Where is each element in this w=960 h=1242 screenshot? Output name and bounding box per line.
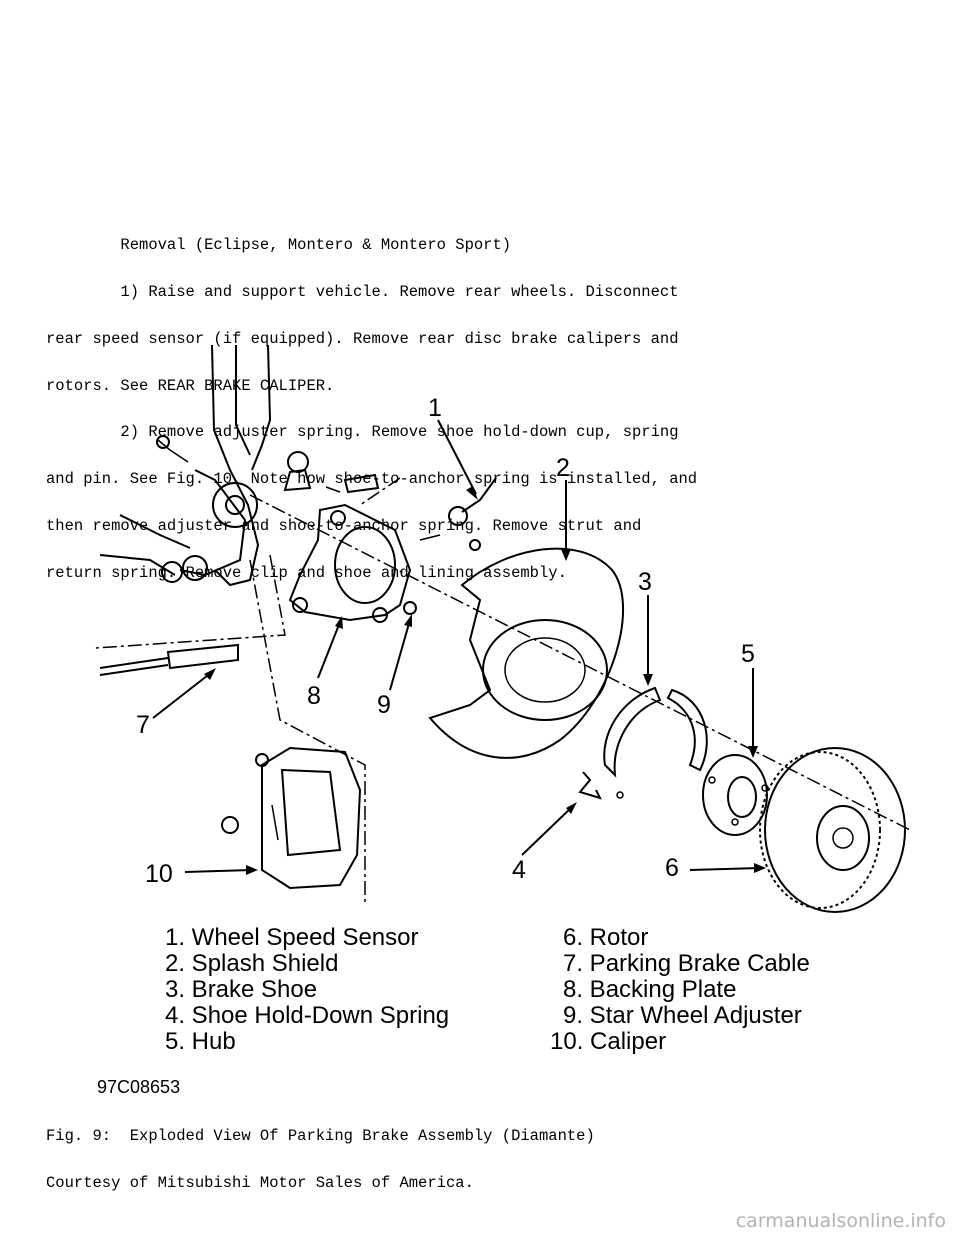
legend-item: 3. Brake Shoe	[165, 976, 317, 1003]
callout-4: 4	[512, 856, 526, 884]
callout-6: 6	[665, 854, 679, 882]
legend-item: 5. Hub	[165, 1028, 236, 1055]
watermark: carmanualsonline.info	[735, 1210, 946, 1232]
text-line: 1) Raise and support vehicle. Remove rea…	[46, 282, 679, 301]
text-line: return spring. Remove clip and shoe and …	[46, 563, 567, 582]
caption-line: Courtesy of Mitsubishi Motor Sales of Am…	[46, 1173, 474, 1192]
callout-7: 7	[136, 711, 150, 739]
brake-shoe-drawing	[603, 686, 708, 778]
figure-caption: Fig. 9: Exploded View Of Parking Brake A…	[46, 1098, 595, 1207]
rotor-drawing	[759, 747, 906, 913]
figure-code: 97C08653	[97, 1077, 180, 1097]
legend-left: 1. Wheel Speed Sensor 2. Splash Shield 3…	[165, 924, 449, 1055]
text-line: then remove adjuster and shoe-to-anchor …	[46, 516, 642, 535]
callout-9: 9	[377, 691, 391, 719]
caption-line: Fig. 9: Exploded View Of Parking Brake A…	[46, 1127, 595, 1146]
legend-item: 4. Shoe Hold-Down Spring	[165, 1002, 449, 1029]
legend-right: 6. Rotor 7. Parking Brake Cable 8. Backi…	[550, 924, 810, 1055]
legend-item: 8. Backing Plate	[563, 976, 736, 1003]
legend-item: 10. Caliper	[550, 1028, 666, 1055]
procedure-text: Removal (Eclipse, Montero & Montero Spor…	[46, 207, 697, 597]
legend-item: 7. Parking Brake Cable	[563, 950, 810, 977]
callout-10: 10	[145, 860, 173, 888]
parking-brake-cable-drawing	[99, 643, 239, 676]
caliper-drawing	[221, 746, 362, 890]
text-line: rotors. See REAR BRAKE CALIPER.	[46, 376, 335, 395]
callout-5: 5	[741, 640, 755, 668]
legend-item: 6. Rotor	[563, 924, 648, 951]
legend-item: 1. Wheel Speed Sensor	[165, 924, 419, 951]
text-line: 2) Remove adjuster spring. Remove shoe h…	[46, 423, 679, 442]
legend-item: 2. Splash Shield	[165, 950, 338, 977]
hub-drawing	[702, 754, 769, 836]
callout-8: 8	[307, 682, 321, 710]
text-line: Removal (Eclipse, Montero & Montero Spor…	[46, 236, 512, 255]
text-line: and pin. See Fig. 10. Note how shoe-to-a…	[46, 470, 698, 489]
legend-item: 9. Star Wheel Adjuster	[563, 1002, 802, 1029]
text-line: rear speed sensor (if equipped). Remove …	[46, 329, 679, 348]
hold-down-spring-drawing	[578, 771, 624, 800]
